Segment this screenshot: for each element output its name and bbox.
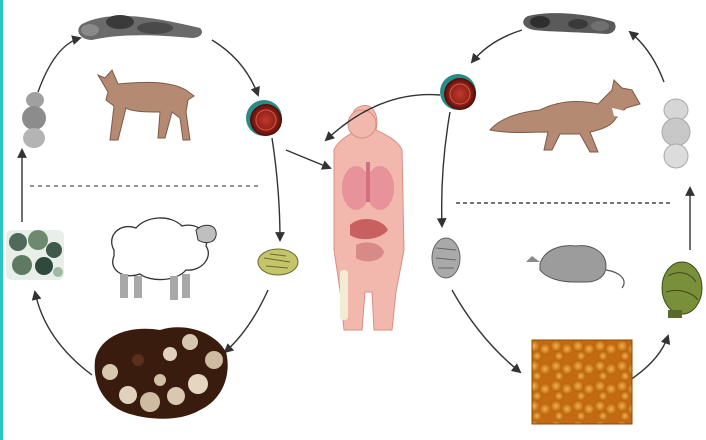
egg-icon-left bbox=[246, 100, 282, 136]
rodent-icon bbox=[526, 245, 625, 289]
arrow-liver-to-protoscolices bbox=[31, 290, 93, 376]
sheep-icon bbox=[111, 217, 217, 300]
arrow-scolex-to-adult-right bbox=[628, 30, 665, 83]
alveolar-cyst-icon bbox=[531, 339, 633, 425]
adult-worm-icon-right bbox=[523, 13, 616, 34]
scolex-icon bbox=[22, 92, 46, 148]
arrow-right-egg-to-human bbox=[324, 93, 441, 142]
arrow-egg-to-oncosphere bbox=[271, 137, 285, 242]
adult-worm-icon bbox=[78, 15, 203, 40]
oncosphere-icon-right bbox=[431, 237, 461, 279]
arrow-oncosphere-to-alveolar bbox=[451, 289, 522, 374]
arrow-oncosphere-to-liver bbox=[223, 289, 269, 354]
arrow-left-egg-to-human bbox=[285, 149, 332, 170]
left-cycle bbox=[6, 15, 299, 419]
scolex-icon-right bbox=[661, 98, 691, 169]
protoscolex-icon-right bbox=[661, 261, 703, 318]
arrow-alveolar-to-protoscolex bbox=[629, 334, 671, 381]
protoscolices-icon bbox=[6, 230, 64, 280]
left-accent-edge bbox=[0, 0, 3, 440]
arrow-egg-to-oncosphere-right bbox=[436, 111, 451, 228]
arrow-adult-to-egg-right bbox=[470, 29, 523, 64]
human-figure bbox=[333, 105, 405, 331]
liver-cyst-icon bbox=[94, 327, 228, 419]
dog-icon bbox=[96, 69, 195, 141]
right-cycle bbox=[431, 13, 703, 425]
arrow-adult-to-egg bbox=[211, 39, 260, 97]
arrow-scolex-to-adult bbox=[37, 35, 82, 93]
oncosphere-icon-left bbox=[257, 248, 299, 276]
egg-icon-right bbox=[440, 74, 476, 110]
fox-icon bbox=[489, 78, 641, 153]
